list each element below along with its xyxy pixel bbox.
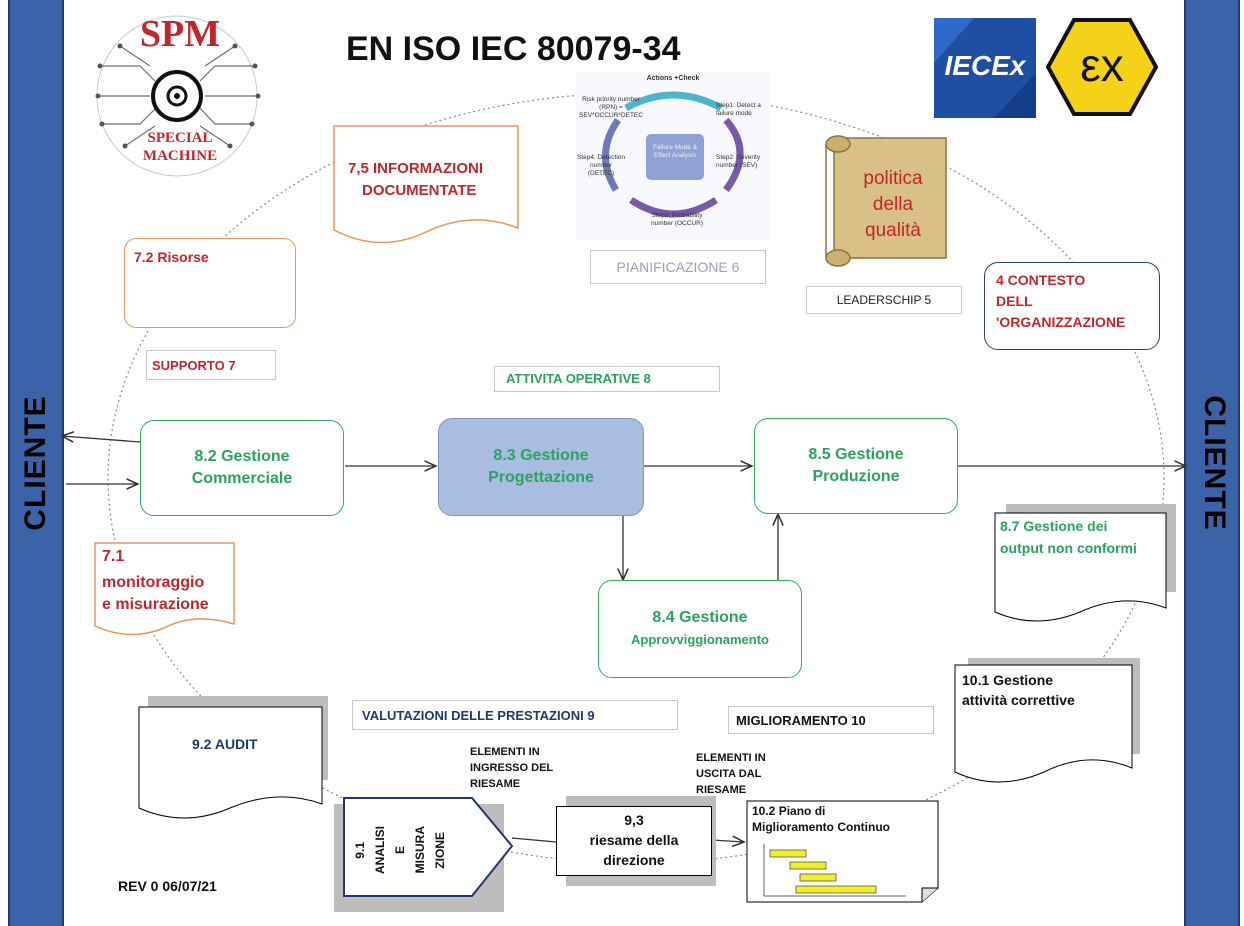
valutazioni-box — [352, 700, 678, 730]
ingresso-line1: ELEMENTI IN — [470, 746, 540, 758]
miglioramento-box — [728, 706, 934, 734]
risorse-box — [124, 238, 296, 328]
ex-hexagon-icon — [1045, 18, 1159, 116]
nonconf-line2: output non conformi — [1000, 540, 1137, 556]
monitor-doc — [94, 542, 235, 636]
piano-line2: Miglioramento Continuo — [752, 820, 890, 834]
approvvigionamento-box: 8.4 Gestione Approvviggionamento — [598, 580, 802, 678]
iecex-badge: IECEx — [934, 18, 1036, 118]
ingresso-line3: RIESAME — [470, 778, 521, 790]
piano-line1: 10.2 Piano di — [752, 804, 826, 818]
analisi-pentagon — [343, 797, 514, 897]
attivita-box — [494, 366, 720, 392]
iecex-text: IECEx — [944, 50, 1026, 81]
politica-line2: della — [872, 194, 914, 215]
contesto-line2: DELL — [996, 293, 1033, 309]
logo-title: SPM — [139, 13, 221, 55]
ingresso-line2: INGRESSO DEL — [470, 762, 554, 774]
nonconf-line1: 8.7 Gestione dei — [1000, 518, 1108, 534]
revision-label: REV 0 06/07/21 — [118, 878, 217, 894]
leadership-label: LEADERSCHIP 5 — [836, 293, 932, 307]
analisi-line3: E — [393, 845, 407, 854]
contesto-box — [984, 262, 1160, 350]
commerciale-box: 8.2 Gestione Commerciale — [140, 420, 344, 516]
correttive-doc — [954, 664, 1133, 783]
progettazione-box: 8.3 Gestione Progettazione — [438, 418, 644, 516]
contesto-line1: 4 CONTESTO — [996, 272, 1086, 288]
logo-sub1: SPECIAL — [147, 130, 213, 146]
piano-box — [746, 800, 939, 903]
fmea-step3: Step3: Probability number (OCCUR) — [650, 212, 703, 227]
fmea-step4: Step4: Detection number (DETEC) — [576, 154, 626, 177]
fmea-step1: Step1: Detect a failure mode — [716, 102, 761, 117]
fmea-center: Failure Mode & Effect Analysis — [652, 144, 698, 159]
pianificazione-box — [590, 250, 766, 284]
correttive-line1: 10.1 Gestione — [962, 672, 1054, 688]
produzione-box: 8.5 Gestione Produzione — [754, 418, 958, 514]
correttive-line2: attività correttive — [962, 692, 1075, 708]
approv-line2: Approvviggionamento — [631, 632, 769, 647]
left-sidebar — [8, 0, 64, 926]
analisi-text-group: 9.1 ANALISI E MISURA ZIONE — [350, 800, 450, 900]
riesame-line2: riesame della — [589, 832, 679, 848]
progettazione-line1: 8.3 Gestione — [493, 447, 589, 464]
politica-line3: qualità — [865, 220, 921, 241]
uscita-line3: RIESAME — [696, 784, 747, 796]
analisi-line2: ANALISI — [373, 826, 387, 874]
circuit-icon — [95, 15, 261, 177]
attivita-label: ATTIVITA OPERATIVE 8 — [506, 371, 651, 386]
info-doc-shape — [333, 125, 519, 244]
riesame-box — [556, 806, 712, 876]
fmea-rpn: Risk priority number (RPN) = SEV*OCCUR*D… — [579, 96, 643, 119]
produzione-line1: 8.5 Gestione — [808, 446, 904, 463]
info-doc-line1: 7,5 INFORMAZIONI — [348, 160, 484, 177]
uscita-line2: USCITA DAL — [696, 768, 762, 780]
scroll-icon — [825, 135, 947, 267]
ex-text: εx — [1080, 39, 1124, 91]
spm-logo: SPM SPECIAL MACHINE — [80, 6, 280, 186]
logo-sub2: MACHINE — [142, 148, 218, 164]
fmea-cycle-icon — [602, 91, 744, 218]
info-doc-line2: DOCUMENTATE — [362, 182, 477, 199]
commerciale-line2: Commerciale — [191, 470, 293, 487]
leadership-box — [806, 286, 962, 314]
analisi-line5: ZIONE — [433, 831, 447, 869]
page-title: EN ISO IEC 80079-34 — [346, 30, 681, 68]
politica-line1: politica — [863, 168, 923, 189]
iecex-icon — [934, 18, 1036, 118]
ex-badge: εx — [1044, 16, 1160, 118]
fmea-step2: Step2: Severity number (SEV) — [716, 154, 761, 169]
audit-label: 9.2 AUDIT — [192, 736, 258, 752]
riesame-line1: 9,3 — [624, 812, 644, 828]
analisi-line1: 9.1 — [353, 841, 367, 859]
monitor-line2: monitoraggio — [102, 574, 205, 591]
risorse-label: 7.2 Risorse — [134, 249, 209, 265]
riesame-line3: direzione — [603, 852, 665, 868]
valutazioni-label: VALUTAZIONI DELLE PRESTAZIONI 9 — [362, 708, 595, 723]
supporto-box — [146, 350, 276, 380]
pianificazione-label: PIANIFICAZIONE 6 — [616, 259, 740, 275]
contesto-line3: 'ORGANIZZAZIONE — [996, 314, 1126, 330]
nonconf-doc — [994, 512, 1167, 622]
monitor-line3: e misurazione — [102, 596, 209, 613]
monitor-line1: 7.1 — [102, 548, 125, 565]
analisi-line4: MISURA — [413, 826, 427, 874]
supporto-label: SUPPORTO 7 — [152, 358, 236, 373]
right-sidebar — [1184, 0, 1240, 926]
fmea-diagram: Actions +Check Risk priority number (RPN… — [576, 72, 770, 240]
produzione-line2: Produzione — [812, 468, 900, 485]
progettazione-line2: Progettazione — [488, 469, 594, 486]
fmea-top: Actions +Check — [646, 75, 700, 82]
uscita-line1: ELEMENTI IN — [696, 752, 766, 764]
commerciale-line1: 8.2 Gestione — [194, 448, 290, 465]
audit-doc — [138, 706, 323, 819]
approv-line1: 8.4 Gestione — [652, 609, 748, 626]
miglioramento-label: MIGLIORAMENTO 10 — [736, 713, 866, 728]
